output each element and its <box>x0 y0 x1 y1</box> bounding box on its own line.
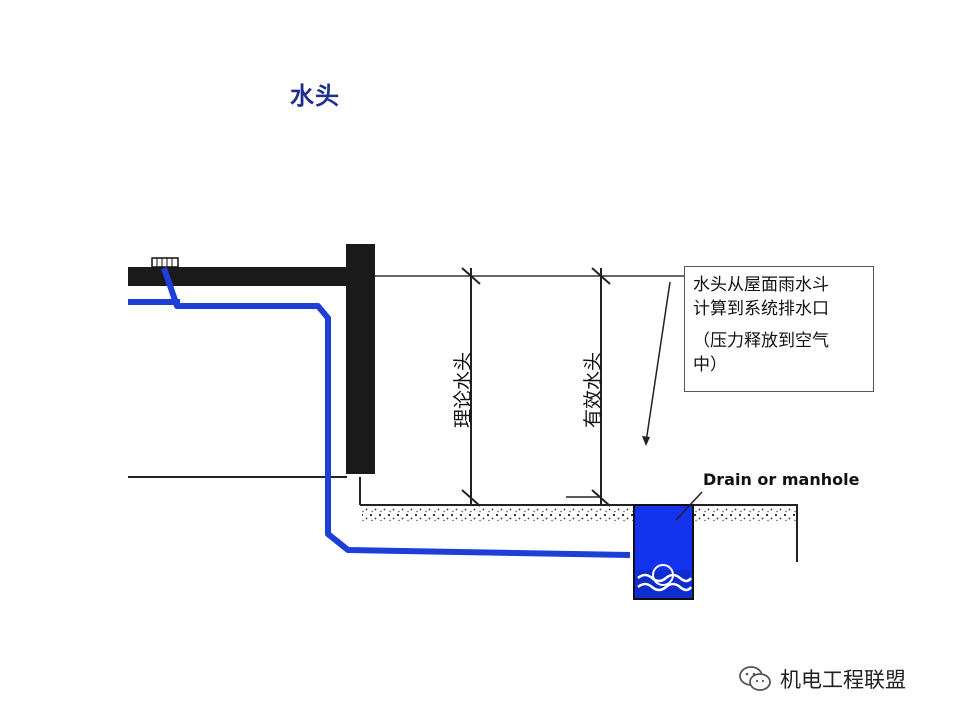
ground-gravel <box>362 507 634 523</box>
roof-slab <box>128 267 350 286</box>
theoretical-head-label: 理论水头 <box>452 352 474 429</box>
effective-head-dimension <box>566 267 611 507</box>
parapet-wall <box>346 244 375 474</box>
head-note-box: 水头从屋面雨水斗 计算到系统排水口 （压力释放到空气 中） <box>684 266 874 392</box>
effective-head-label: 有效水头 <box>582 352 604 429</box>
note-line: 计算到系统排水口 <box>693 299 829 319</box>
page-title: 水头 <box>290 82 340 110</box>
drain-leader <box>675 491 703 521</box>
drain-manhole <box>633 504 694 600</box>
note-leader <box>645 281 671 443</box>
note-leader-arrow <box>642 436 650 446</box>
roof-outlet <box>151 257 179 268</box>
watermark: 机电工程联盟 <box>738 664 906 694</box>
ground-gravel <box>693 507 797 523</box>
drain-label: Drain or manhole <box>703 470 860 489</box>
wechat-icon <box>739 666 771 691</box>
note-line: 水头从屋面雨水斗 <box>693 275 829 295</box>
watermark-text: 机电工程联盟 <box>780 668 906 692</box>
theoretical-head-dimension <box>461 267 481 507</box>
siphonic-pipe <box>161 267 631 558</box>
note-line: 中） <box>693 355 727 375</box>
note-line: （压力释放到空气 <box>693 331 829 351</box>
